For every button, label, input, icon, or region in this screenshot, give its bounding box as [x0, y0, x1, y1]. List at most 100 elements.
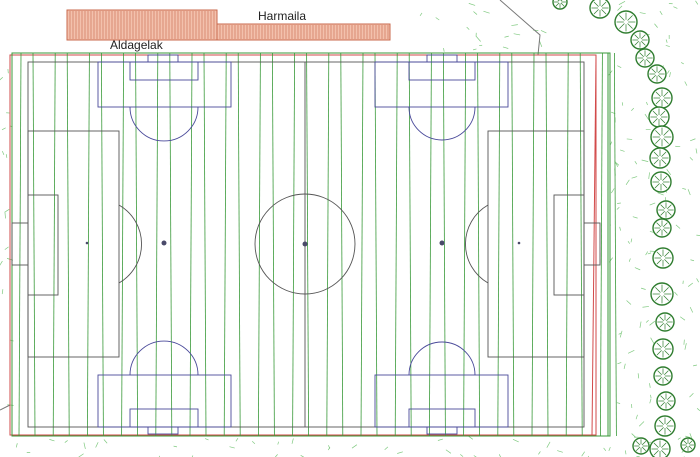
- mowing-stripe-line: [87, 52, 90, 437]
- left-small-field-bottom-box: [129, 408, 199, 428]
- grass-tuft-icon: [445, 449, 452, 454]
- grass-tuft-icon: [4, 211, 6, 219]
- left-small-field-bottom-goal-area: [97, 374, 232, 428]
- tree-canopy-icon: [647, 64, 667, 84]
- grass-tuft-icon: [648, 172, 650, 179]
- tree-branch-line: [661, 442, 667, 448]
- mowing-stripe-line: [326, 52, 330, 437]
- grass-tuft-icon: [639, 12, 646, 15]
- tree-branch-line: [656, 222, 661, 227]
- mowing-stripe-line: [292, 52, 296, 437]
- tree-branch-line: [557, 0, 560, 2]
- grass-tuft-icon: [608, 447, 611, 451]
- grass-tuft-icon: [277, 441, 279, 445]
- tree-canopy-icon: [632, 437, 650, 455]
- tree-branch-line: [660, 402, 665, 407]
- left-small-field-bottom-arc: [129, 340, 199, 376]
- grass-tuft-icon: [696, 278, 700, 283]
- tree-branch-line: [646, 52, 651, 57]
- left-goal-area: [27, 194, 59, 296]
- tree-branch-line: [660, 211, 665, 216]
- left-field-spot: [161, 240, 167, 246]
- grass-tuft-icon: [5, 154, 8, 158]
- tree-branch-line: [657, 370, 662, 375]
- right-small-field-bottom-arc: [408, 341, 476, 376]
- tree-branch-line: [635, 446, 641, 452]
- tree-branch-line: [660, 118, 666, 124]
- site-boundary-line: [499, 0, 541, 56]
- grass-tuft-icon: [538, 451, 541, 455]
- mowing-stripe-line: [531, 52, 535, 437]
- grass-tuft-icon: [204, 438, 209, 441]
- grass-tuft-icon: [669, 72, 671, 78]
- tree-branch-line: [664, 342, 670, 348]
- tree-canopy-icon: [653, 366, 673, 386]
- tree-branch-line: [656, 229, 661, 234]
- mowing-stripe-line: [477, 52, 481, 437]
- grass-tuft-icon: [621, 102, 624, 106]
- grass-tuft-icon: [654, 23, 658, 28]
- tree-branch-line: [656, 350, 662, 356]
- mowing-stripe-line: [497, 52, 501, 437]
- grass-tuft-icon: [435, 17, 440, 21]
- site-boundary-line-left: [0, 404, 11, 411]
- grass-tuft-icon: [631, 107, 635, 111]
- grass-tuft-icon: [623, 363, 626, 370]
- grass-tuft-icon: [627, 240, 630, 244]
- grass-tuft-icon: [384, 446, 389, 451]
- tree-branch-line: [641, 34, 646, 39]
- grass-tuft-icon: [635, 414, 638, 420]
- grass-tuft-icon: [229, 446, 235, 449]
- grass-tuft-icon: [546, 441, 551, 448]
- tree-branch-line: [667, 402, 672, 407]
- grass-tuft-icon: [173, 445, 178, 448]
- mowing-stripe-line: [18, 52, 22, 437]
- grass-tuft-icon: [646, 101, 648, 106]
- mowing-stripe-line: [408, 52, 412, 437]
- tree-branch-line: [664, 350, 670, 356]
- tree-branch-line: [664, 370, 669, 375]
- mowing-stripe-line: [428, 52, 432, 437]
- grass-tuft-icon: [483, 10, 490, 14]
- tree-branch-line: [641, 41, 646, 46]
- changing-rooms-label: Aldagelak: [110, 38, 164, 52]
- grass-tuft-icon: [632, 216, 638, 219]
- grass-tuft-icon: [511, 24, 518, 26]
- grass-tuft-icon: [619, 330, 623, 338]
- tree-branch-line: [654, 183, 660, 189]
- left-small-field-top-goal-area: [97, 61, 232, 108]
- tree-branch-line: [627, 15, 633, 21]
- tree-branch-line: [555, 2, 560, 7]
- grass-tuft-icon: [5, 209, 10, 213]
- tree-branch-line: [646, 59, 651, 64]
- tree-canopy-icon: [652, 338, 674, 360]
- tree-canopy-outline: [649, 438, 671, 457]
- mowing-stripe-line: [271, 52, 275, 437]
- stands-label: Harmaila: [258, 9, 306, 23]
- grass-tuft-icon: [642, 306, 649, 308]
- tree-branch-line: [619, 23, 625, 29]
- grass-tuft-icon: [689, 392, 694, 398]
- grass-tuft-icon: [0, 76, 4, 81]
- grass-tuft-icon: [640, 287, 646, 290]
- grass-tuft-icon: [615, 162, 620, 166]
- tree-branch-line: [655, 91, 661, 97]
- mowing-stripe-line: [600, 52, 603, 437]
- grass-tuft-icon: [650, 337, 655, 344]
- mowing-stripe-line: [442, 52, 446, 437]
- tree-branch-line: [659, 323, 664, 328]
- grass-tuft-icon: [647, 252, 652, 255]
- grass-tuft-icon: [617, 5, 623, 11]
- tree-branch-line: [655, 130, 661, 136]
- grass-tuft-icon: [695, 0, 699, 5]
- mowing-stripe-line: [614, 52, 617, 437]
- tree-branch-line: [666, 316, 671, 321]
- tree-canopy-icon: [614, 10, 638, 34]
- grass-tuft-icon: [690, 138, 696, 142]
- grass-tuft-icon: [649, 320, 656, 326]
- grass-tuft-icon: [688, 282, 694, 287]
- grass-tuft-icon: [617, 362, 622, 365]
- tree-branch-line: [666, 419, 672, 425]
- mowing-stripes: [18, 52, 617, 437]
